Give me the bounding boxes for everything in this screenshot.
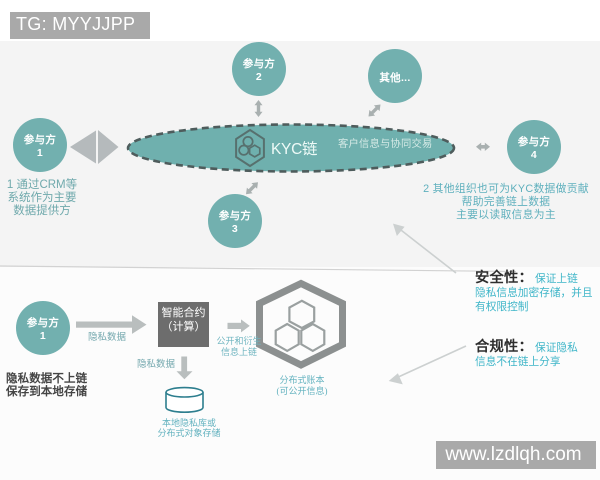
- security-pointer-arrow: [393, 223, 457, 274]
- p3-double-arrow: [245, 182, 259, 195]
- smart-contract-line2: （计算）: [161, 320, 206, 333]
- ledger-label: 分布式账本 (可公开信息): [267, 375, 337, 396]
- participant-3-label: 参与方: [218, 210, 252, 222]
- flow-participant-1-label: 参与方: [26, 317, 60, 329]
- tg-tag-label: TG: MYYJJPP: [16, 13, 136, 34]
- ledger-label-line2: (可公开信息): [276, 385, 328, 396]
- security-title: 安全性：: [475, 270, 533, 286]
- local-db-line2: 分布式对象存储: [157, 427, 221, 438]
- open-info-line1: 公开和衍生: [216, 336, 262, 346]
- participant-3-node: 参与方 3: [208, 194, 262, 248]
- others-label: 其他...: [379, 71, 411, 84]
- compliance-desc-line2: 信息不在链上分享: [475, 356, 561, 368]
- local-storage-note: 隐私数据不上链 保存到本地存储: [6, 373, 116, 399]
- left-double-arrow: [70, 130, 119, 164]
- security-callout: 安全性：保证上链 隐私信息加密存储，并且 有权限控制: [475, 271, 600, 314]
- flow-arrow-right-1: [76, 315, 147, 334]
- ledger-label-line1: 分布式账本: [279, 375, 325, 385]
- local-db-line1: 本地隐私库或: [161, 418, 216, 428]
- watermark-url: www.lzdlqh.com: [445, 444, 582, 465]
- open-info-line2: 信息上链: [220, 346, 257, 357]
- note-right-line3: 主要以读取信息为主: [456, 208, 556, 221]
- participant-3-number: 3: [231, 223, 239, 235]
- note-left-line2: 系统作为主要: [7, 191, 77, 204]
- flow-participant-1-node: 参与方 1: [16, 301, 70, 355]
- kyc-chain-ellipse: [126, 123, 456, 173]
- participant-4-label: 参与方: [517, 136, 551, 148]
- others-node: 其他...: [368, 49, 422, 103]
- p2-double-arrow: [254, 100, 263, 117]
- participant-1-number: 1: [36, 147, 44, 159]
- kyc-chain-title: KYC链: [271, 141, 318, 158]
- security-desc-line1: 保证上链: [535, 273, 578, 285]
- p4-double-arrow: [476, 142, 490, 151]
- section-divider-line: [0, 265, 517, 273]
- hexagon-molecule-icon: [235, 128, 265, 168]
- flow-arrow-down: [176, 356, 193, 380]
- compliance-callout: 合规性：保证隐私 信息不在链上分享: [475, 340, 600, 369]
- watermark-bar: www.lzdlqh.com: [436, 441, 596, 469]
- distributed-ledger-hexagon: [256, 279, 346, 369]
- others-double-arrow: [368, 104, 381, 117]
- database-cylinder-icon: [165, 386, 204, 413]
- private-data-label-1: 隐私数据: [87, 333, 126, 343]
- security-desc-line2: 隐私信息加密存储，并且: [475, 287, 593, 299]
- local-note-line2: 保存到本地存储: [6, 386, 88, 398]
- flow-arrow-right-2: [227, 319, 250, 333]
- participant-4-number: 4: [530, 149, 538, 161]
- local-db-label: 本地隐私库或 分布式对象存储: [144, 418, 234, 438]
- flow-participant-1-number: 1: [39, 330, 47, 342]
- note-participant-1: 1 通过CRM等 系统作为主要 数据提供方: [1, 179, 83, 218]
- note-right-line2: 帮助完善链上数据: [461, 195, 551, 208]
- participant-4-node: 参与方 4: [507, 120, 561, 174]
- participant-2-number: 2: [255, 71, 263, 83]
- tg-tag-bar: TG: MYYJJPP: [10, 12, 150, 39]
- participant-2-node: 参与方 2: [232, 42, 286, 96]
- open-info-label: 公开和衍生 信息上链: [209, 336, 269, 357]
- private-data-label-2: 隐私数据: [136, 360, 175, 370]
- compliance-title: 合规性：: [475, 339, 533, 355]
- local-note-line1: 隐私数据不上链: [6, 373, 88, 385]
- smart-contract-box: 智能合约 （计算）: [158, 302, 209, 347]
- kyc-chain-subtitle: 客户信息与协同交易: [338, 139, 433, 150]
- participant-2-label: 参与方: [242, 58, 276, 70]
- note-left-line3: 数据提供方: [13, 204, 71, 217]
- smart-contract-line1: 智能合约: [161, 307, 206, 320]
- note-other-orgs: 2 其他组织也可为KYC数据做贡献 帮助完善链上数据 主要以读取信息为主: [414, 183, 598, 221]
- security-desc-line3: 有权限控制: [475, 301, 529, 313]
- compliance-desc-line1: 保证隐私: [535, 342, 578, 354]
- participant-1-node: 参与方 1: [13, 118, 67, 172]
- note-left-line1: 1 通过CRM等: [6, 179, 78, 191]
- compliance-pointer-arrow: [388, 345, 467, 385]
- note-right-line1: 2 其他组织也可为KYC数据做贡献: [423, 183, 589, 195]
- participant-1-label: 参与方: [23, 134, 57, 146]
